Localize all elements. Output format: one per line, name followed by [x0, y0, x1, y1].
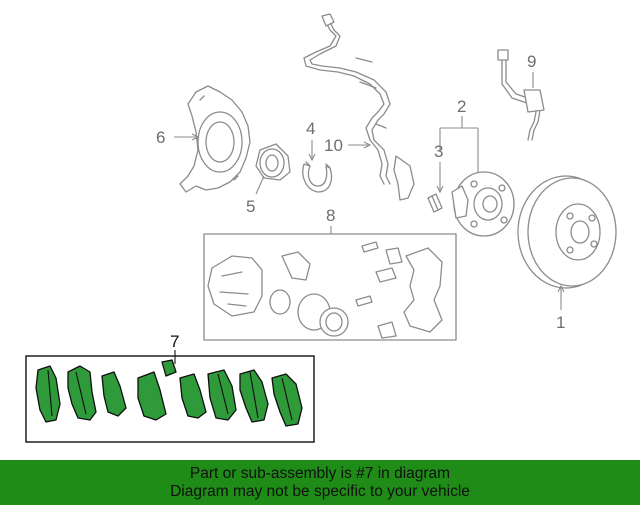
- brake-pad-5: [179, 373, 207, 419]
- leader-2: [439, 116, 479, 172]
- callout-4: 4: [306, 119, 315, 138]
- brake-pad-set-box: [25, 355, 315, 443]
- brake-pad-2: [67, 365, 97, 421]
- callout-8: 8: [326, 206, 335, 225]
- banner-line-1: Part or sub-assembly is #7 in diagram: [189, 464, 451, 482]
- banner-line-2: Diagram may not be specific to your vehi…: [170, 482, 470, 500]
- info-banner: Part or sub-assembly is #7 in diagram Di…: [0, 460, 640, 505]
- wheel-speed-sensor-part: [497, 49, 545, 141]
- bearing-part: [255, 143, 291, 181]
- brake-pad-1: [35, 365, 61, 423]
- snap-ring-part: [302, 161, 333, 193]
- hub-part: [451, 171, 515, 237]
- parts-diagram: 6 5 4 10 9: [25, 13, 617, 443]
- abs-sensor-wire-part: [303, 13, 415, 201]
- callout-6: 6: [156, 128, 165, 147]
- brake-rotor-part: [517, 175, 617, 289]
- brake-pad-6: [207, 369, 237, 421]
- callout-9: 9: [527, 52, 536, 71]
- shim-clip: [161, 359, 177, 377]
- brake-pad-3: [101, 371, 127, 417]
- callout-2: 2: [457, 97, 466, 116]
- callout-7: 7: [170, 332, 179, 351]
- caliper-assembly-box: [203, 233, 457, 341]
- callout-1: 1: [556, 313, 565, 332]
- callout-3: 3: [434, 142, 443, 161]
- wheel-stud-part: [427, 193, 443, 213]
- leader-5: [255, 175, 265, 195]
- brake-pad-4: [137, 371, 167, 421]
- callout-5: 5: [246, 197, 255, 216]
- callout-10: 10: [324, 136, 343, 155]
- dust-shield-part: [179, 85, 251, 193]
